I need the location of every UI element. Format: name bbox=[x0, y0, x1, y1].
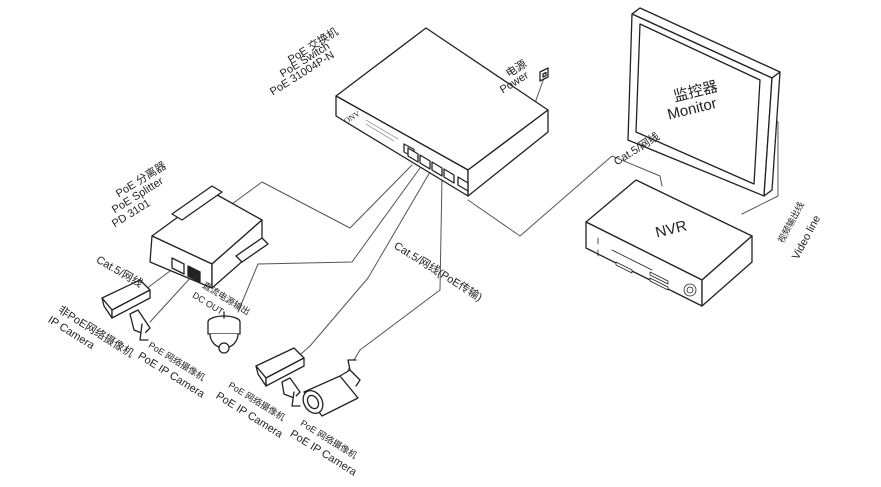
switch-ports bbox=[407, 147, 469, 192]
bullet-camera-poe bbox=[302, 359, 361, 417]
box-camera-poe bbox=[255, 347, 305, 407]
poe-splitter bbox=[149, 185, 269, 289]
cable-switch-to-splitter bbox=[231, 164, 413, 229]
dome-camera-poe bbox=[207, 311, 241, 354]
cable-switch-to-bullet-camera bbox=[293, 171, 431, 361]
box-camera-ip bbox=[101, 279, 151, 341]
nvr-front-panel bbox=[597, 237, 697, 297]
switch-front-text bbox=[365, 119, 399, 142]
power-plug-icon bbox=[539, 67, 549, 82]
nvr-recorder bbox=[585, 179, 753, 307]
poe-switch bbox=[335, 27, 549, 197]
cable-switch-to-nvr bbox=[467, 155, 663, 237]
monitor bbox=[627, 7, 781, 197]
splitter-ports bbox=[171, 257, 201, 283]
cable-switch-to-dome-camera bbox=[237, 167, 421, 313]
